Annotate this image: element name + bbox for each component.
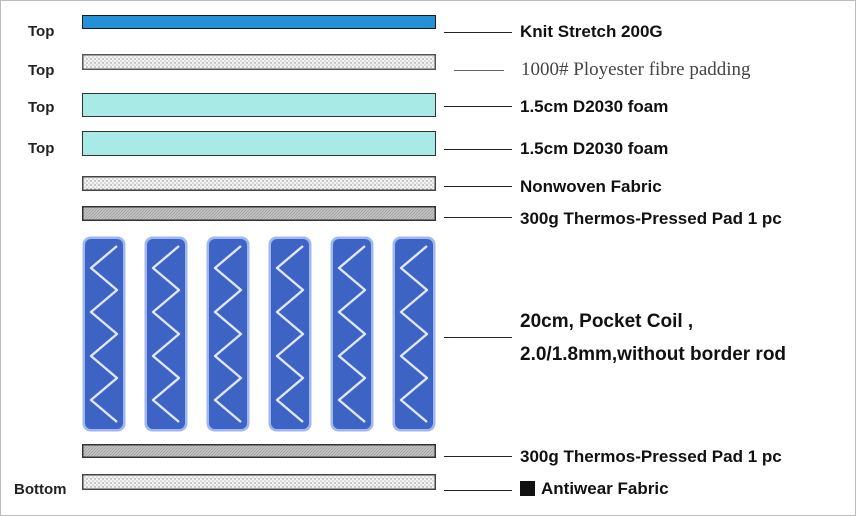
- knit-stretch-layer: [82, 15, 436, 29]
- black-square-icon: [520, 481, 535, 496]
- antiwear-fabric-layer: [82, 474, 436, 490]
- antiwear-fabric-text: Antiwear Fabric: [541, 479, 669, 498]
- leader-line: [444, 456, 512, 457]
- leader-line: [444, 186, 512, 187]
- pocket-coil: [330, 236, 374, 432]
- foam-label: 1.5cm D2030 foam: [520, 139, 669, 158]
- pocket-coil: [268, 236, 312, 432]
- nonwoven-fabric-layer: [82, 176, 436, 191]
- leader-line: [444, 337, 512, 338]
- foam-layer: [82, 131, 436, 156]
- pocket-coil: [206, 236, 250, 432]
- pocket-coil: [144, 236, 188, 432]
- pocket-coil: [392, 236, 436, 432]
- nonwoven-fabric-label: Nonwoven Fabric: [520, 177, 662, 196]
- pocket-coil-label: 20cm, Pocket Coil ,: [520, 311, 694, 332]
- foam-layer: [82, 93, 436, 117]
- thermo-pressed-pad-layer: [82, 206, 436, 221]
- side-label-top: Top: [28, 99, 55, 116]
- side-label-top: Top: [28, 62, 55, 79]
- pocket-coil: [82, 236, 126, 432]
- leader-line: [444, 490, 512, 491]
- side-label-top: Top: [28, 23, 55, 40]
- thermo-pressed-pad-layer: [82, 444, 436, 458]
- thermo-pressed-pad-label: 300g Thermos-Pressed Pad 1 pc: [520, 447, 782, 466]
- leader-line: [444, 32, 512, 33]
- leader-line: [444, 217, 512, 218]
- side-label-top: Top: [28, 140, 55, 157]
- polyester-padding-layer: [82, 54, 436, 70]
- polyester-padding-label: 1000# Ployester fibre padding: [521, 59, 751, 80]
- foam-label: 1.5cm D2030 foam: [520, 97, 669, 116]
- thermo-pressed-pad-label: 300g Thermos-Pressed Pad 1 pc: [520, 209, 782, 228]
- antiwear-fabric-label: Antiwear Fabric: [520, 479, 669, 499]
- side-label-bottom: Bottom: [14, 481, 67, 498]
- knit-stretch-label: Knit Stretch 200G: [520, 22, 663, 41]
- pocket-coil-label: 2.0/1.8mm,without border rod: [520, 344, 787, 365]
- leader-line: [444, 106, 512, 107]
- leader-line: [444, 149, 512, 150]
- pocket-coil-block: [78, 236, 440, 436]
- leader-line: [454, 70, 504, 71]
